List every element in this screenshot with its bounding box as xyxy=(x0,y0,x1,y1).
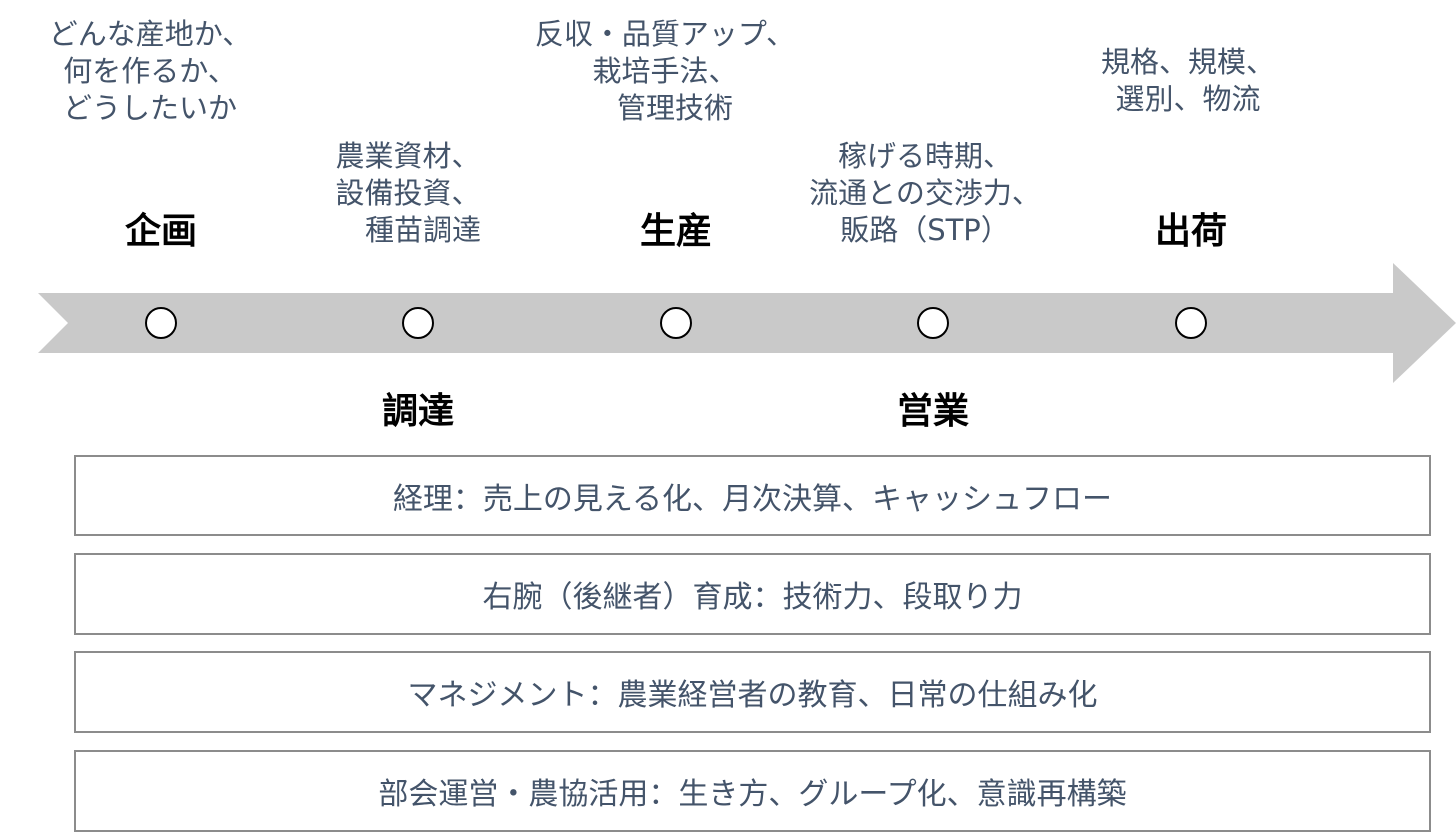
box-accounting: 経理：売上の見える化、月次決算、キャッシュフロー xyxy=(74,455,1431,536)
note-line: 設備投資、 xyxy=(335,176,481,210)
stage-label-kikaku: 企画 xyxy=(124,211,198,252)
milestone-circle-kikaku xyxy=(145,307,177,339)
note-line: 栽培手法、 xyxy=(592,54,738,88)
note-line: どうしたいか xyxy=(62,91,238,125)
note-line: 何を作るか、 xyxy=(63,54,237,88)
stage-label-seisan: 生産 xyxy=(639,211,713,252)
milestone-circle-shukka xyxy=(1175,307,1207,339)
stage-note-chotatsu: 農業資材、 設備投資、 種苗調達 xyxy=(335,138,481,249)
stage-note-seisan: 反収・品質アップ、 栽培手法、 管理技術 xyxy=(535,16,795,127)
stage-label-eigyo: 営業 xyxy=(896,391,970,432)
note-line: 規格、規模、 xyxy=(1100,45,1276,79)
milestone-circle-seisan xyxy=(660,307,692,339)
note-line: 農業資材、 xyxy=(335,139,481,173)
milestone-circle-chotatsu xyxy=(402,307,434,339)
note-line: 流通との交渉力、 xyxy=(809,176,1041,210)
box-cooperative: 部会運営・農協活用：生き方、グループ化、意識再構築 xyxy=(74,750,1431,832)
note-line: 種苗調達 xyxy=(364,213,482,247)
note-line: 稼げる時期、 xyxy=(837,139,1012,173)
box-management: マネジメント：農業経営者の教育、日常の仕組み化 xyxy=(74,651,1431,733)
note-line: 反収・品質アップ、 xyxy=(534,17,796,51)
stage-note-kikaku: どんな産地か、 何を作るか、 どうしたいか xyxy=(49,16,251,127)
stage-note-eigyo: 稼げる時期、 流通との交渉力、 販路（STP） xyxy=(809,138,1041,249)
note-line: どんな産地か、 xyxy=(48,17,252,51)
stage-label-chotatsu: 調達 xyxy=(381,391,455,432)
stage-note-shukka: 規格、規模、 選別、物流 xyxy=(1101,44,1275,118)
note-line: 管理技術 xyxy=(616,91,734,125)
note-line: 選別、物流 xyxy=(1115,82,1261,116)
milestone-circle-eigyo xyxy=(917,307,949,339)
note-line: 販路（STP） xyxy=(840,213,1010,247)
arrow-shape xyxy=(38,263,1456,383)
box-successor: 右腕（後継者）育成：技術力、段取り力 xyxy=(74,553,1431,635)
stage-label-shukka: 出荷 xyxy=(1154,211,1228,252)
